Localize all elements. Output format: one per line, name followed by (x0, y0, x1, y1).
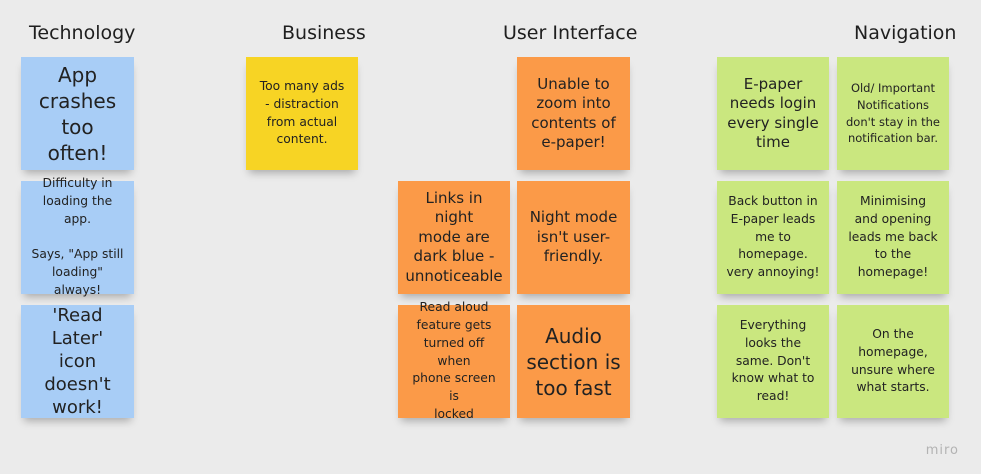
sticky-note-loading-difficulty[interactable]: Difficulty in loading the app. Says, "Ap… (21, 176, 134, 297)
sticky-note-read-later[interactable]: 'Read Later' icon doesn't work! (21, 305, 134, 418)
sticky-note-epaper-login[interactable]: E-paper needs login every single time (717, 57, 829, 170)
sticky-note-read-aloud[interactable]: Read aloud feature gets turned off when … (398, 300, 510, 421)
miro-watermark: miro (925, 443, 959, 458)
heading-navigation: Navigation (854, 22, 957, 44)
sticky-note-app-crashes[interactable]: App crashes too often! (21, 57, 134, 170)
sticky-note-night-mode-unfriendly[interactable]: Night mode isn't user- friendly. (517, 181, 630, 294)
heading-user-interface: User Interface (503, 22, 638, 44)
heading-business: Business (282, 22, 366, 44)
sticky-note-audio-too-fast[interactable]: Audio section is too fast (517, 305, 630, 418)
sticky-note-back-button[interactable]: Back button in E-paper leads me to homep… (717, 181, 829, 294)
sticky-note-night-mode-links[interactable]: Links in night mode are dark blue - unno… (398, 181, 510, 294)
sticky-note-notifications[interactable]: Old/ Important Notifications don't stay … (837, 57, 949, 170)
heading-technology: Technology (29, 22, 136, 44)
sticky-note-unable-to-zoom[interactable]: Unable to zoom into contents of e-paper! (517, 57, 630, 170)
sticky-note-homepage-unsure[interactable]: On the homepage, unsure where what start… (837, 305, 949, 418)
sticky-note-too-many-ads[interactable]: Too many ads - distraction from actual c… (246, 57, 358, 170)
sticky-note-looks-same[interactable]: Everything looks the same. Don't know wh… (717, 305, 829, 418)
sticky-note-minimising[interactable]: Minimising and opening leads me back to … (837, 181, 949, 294)
